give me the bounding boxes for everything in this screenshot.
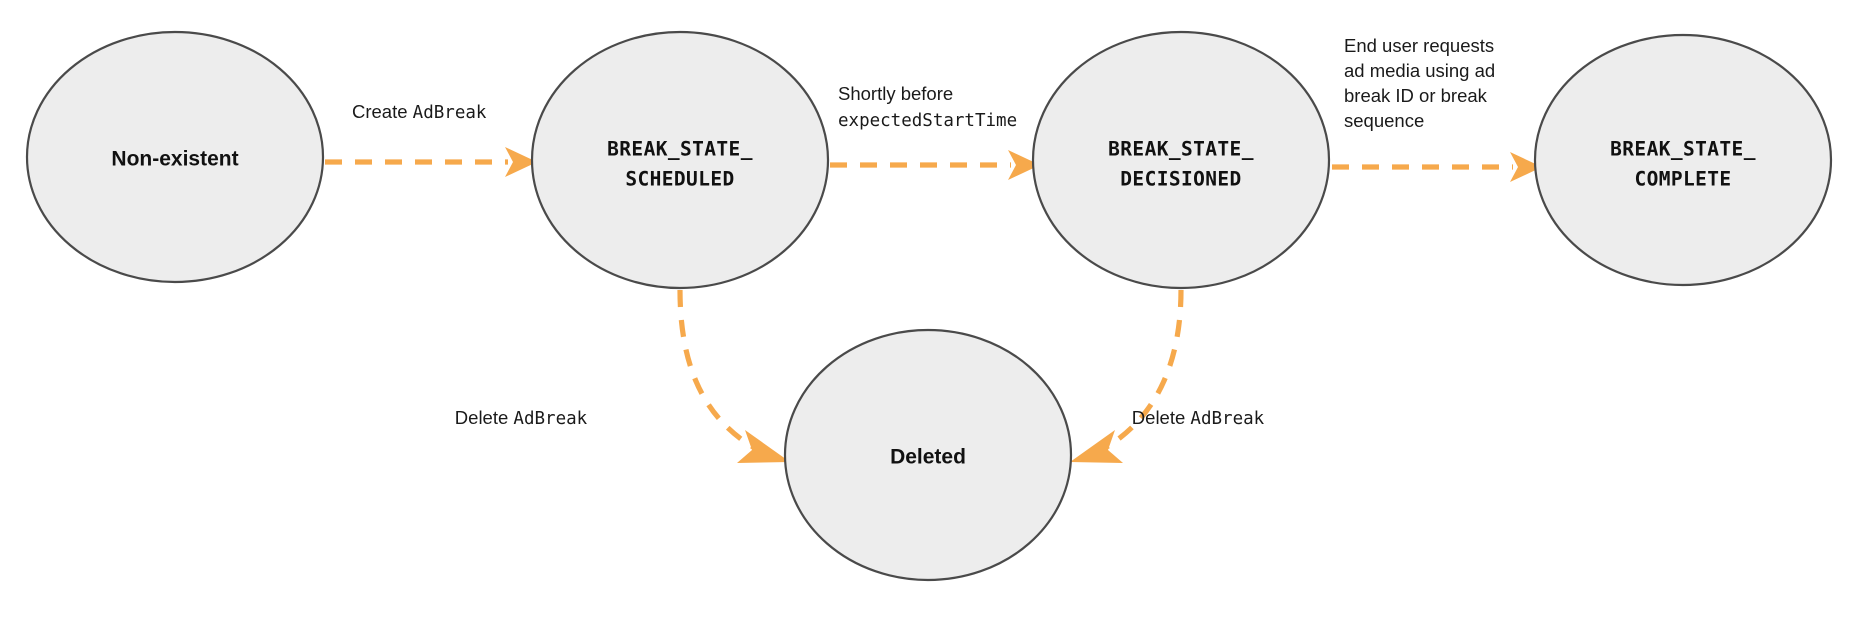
edge-decisioned-to-complete-label-line-1: ad media using ad	[1344, 60, 1495, 81]
edge-create-adbreak-label-part-0: Create	[352, 101, 413, 122]
edge-decisioned-to-complete-label-line-0: End user requests	[1344, 35, 1494, 56]
edge-decisioned-to-deleted-arrowhead	[1070, 430, 1123, 463]
node-non-existent-label: Non-existent	[111, 148, 238, 171]
node-break-state-scheduled[interactable]: BREAK_STATE_ SCHEDULED	[530, 30, 830, 290]
edge-scheduled-to-deleted-arrowhead	[737, 430, 790, 463]
node-deleted[interactable]: Deleted	[783, 328, 1073, 582]
node-deleted-label: Deleted	[890, 446, 966, 469]
node-deleted-ellipse[interactable]	[783, 328, 1073, 582]
edge-decisioned-to-deleted-line	[1096, 289, 1184, 455]
edge-create-adbreak-label: Create AdBreak	[352, 101, 487, 123]
edge-scheduled-to-decisioned-label-line-0: Shortly before	[838, 83, 953, 104]
edge-scheduled-to-deleted: Delete AdBreak	[455, 289, 790, 463]
edge-scheduled-to-decisioned-arrowhead	[1008, 150, 1040, 180]
edge-scheduled-to-decisioned-label: Shortly before expectedStartTime	[838, 83, 1017, 131]
edge-decisioned-to-complete-arrowhead	[1510, 152, 1542, 182]
edge-create-adbreak-label-part-1: AdBreak	[413, 103, 487, 123]
edge-decisioned-to-deleted-label-part-1: AdBreak	[1190, 409, 1264, 429]
edge-decisioned-to-deleted-label: Delete AdBreak	[1132, 407, 1265, 429]
edge-create-adbreak-arrowhead	[505, 147, 537, 177]
node-non-existent-ellipse[interactable]	[25, 30, 325, 284]
edge-scheduled-to-decisioned: Shortly before expectedStartTime	[830, 83, 1040, 180]
edge-scheduled-to-deleted-label-part-0: Delete	[455, 407, 514, 428]
edge-scheduled-to-decisioned-label-line-1: expectedStartTime	[838, 111, 1017, 131]
edge-create-adbreak: Create AdBreak	[325, 101, 537, 177]
edge-scheduled-to-deleted-label-part-1: AdBreak	[513, 409, 587, 429]
edge-decisioned-to-complete-label-line-3: sequence	[1344, 110, 1424, 131]
node-break-state-scheduled-ellipse[interactable]	[530, 30, 830, 290]
node-break-state-complete-label-line1: BREAK_STATE_	[1610, 138, 1756, 161]
node-break-state-decisioned-label-line1: BREAK_STATE_	[1108, 138, 1254, 161]
node-break-state-complete-ellipse[interactable]	[1533, 33, 1833, 287]
node-non-existent[interactable]: Non-existent	[25, 30, 325, 284]
node-break-state-decisioned-label-line2: DECISIONED	[1120, 168, 1241, 191]
edge-decisioned-to-deleted: Delete AdBreak	[1070, 289, 1265, 463]
node-break-state-complete-label-line2: COMPLETE	[1634, 168, 1731, 191]
edge-decisioned-to-complete-label: End user requests ad media using ad brea…	[1344, 35, 1500, 131]
edge-scheduled-to-deleted-line	[677, 289, 764, 455]
node-break-state-complete[interactable]: BREAK_STATE_ COMPLETE	[1533, 33, 1833, 287]
node-break-state-decisioned[interactable]: BREAK_STATE_ DECISIONED	[1031, 30, 1331, 290]
node-break-state-scheduled-label-line2: SCHEDULED	[625, 168, 734, 191]
edge-decisioned-to-complete: End user requests ad media using ad brea…	[1332, 35, 1542, 182]
edge-scheduled-to-deleted-label: Delete AdBreak	[455, 407, 588, 429]
edge-decisioned-to-deleted-label-part-0: Delete	[1132, 407, 1191, 428]
edge-decisioned-to-complete-label-line-2: break ID or break	[1344, 85, 1488, 106]
node-break-state-decisioned-ellipse[interactable]	[1031, 30, 1331, 290]
node-break-state-scheduled-label-line1: BREAK_STATE_	[607, 138, 753, 161]
